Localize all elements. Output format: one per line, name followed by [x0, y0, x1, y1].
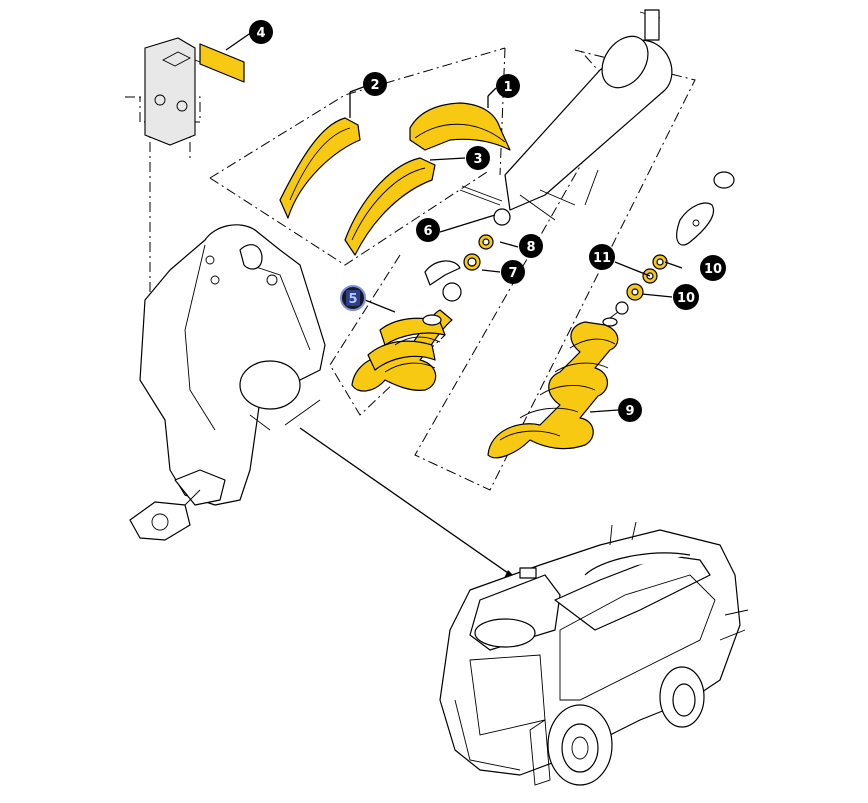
callout-10-upper[interactable]: 10 [700, 255, 726, 281]
svg-text:2: 2 [370, 78, 379, 93]
part-9-auger [487, 311, 619, 459]
combine-harvester [439, 521, 749, 786]
svg-text:5: 5 [348, 292, 357, 307]
auger-tube [504, 9, 673, 221]
part-5-auger [351, 299, 453, 392]
svg-text:1: 1 [503, 80, 512, 95]
svg-text:10: 10 [704, 262, 722, 277]
callouts: 4 2 1 3 6 8 7 5 [249, 20, 726, 422]
part-3-strip [344, 157, 466, 256]
callout-6[interactable]: 6 [416, 218, 440, 242]
callout-9[interactable]: 9 [618, 398, 642, 422]
svg-text:8: 8 [526, 240, 535, 255]
callout-11[interactable]: 11 [589, 244, 615, 270]
svg-text:6: 6 [423, 224, 432, 239]
callout-10-lower[interactable]: 10 [673, 284, 699, 310]
locator-arrow [299, 427, 519, 581]
right-hardware [614, 171, 735, 315]
part-4-highlight [199, 43, 245, 83]
callout-5[interactable]: 5 [340, 285, 366, 311]
callout-7[interactable]: 7 [501, 260, 525, 284]
callout-8[interactable]: 8 [519, 234, 543, 258]
callout-2[interactable]: 2 [363, 72, 387, 96]
unloading-housing [129, 224, 326, 541]
callout-4[interactable]: 4 [249, 20, 273, 44]
svg-text:4: 4 [256, 26, 265, 41]
svg-text:7: 7 [508, 266, 517, 281]
svg-text:11: 11 [593, 251, 611, 266]
svg-text:9: 9 [625, 404, 634, 419]
svg-text:10: 10 [677, 291, 695, 306]
part-1-cover [409, 87, 511, 151]
small-hardware [424, 185, 519, 302]
svg-text:3: 3 [473, 152, 482, 167]
part-2-strip [279, 85, 367, 219]
callout-3[interactable]: 3 [466, 146, 490, 170]
part-4-plate [144, 31, 253, 146]
callout-1[interactable]: 1 [496, 74, 520, 98]
